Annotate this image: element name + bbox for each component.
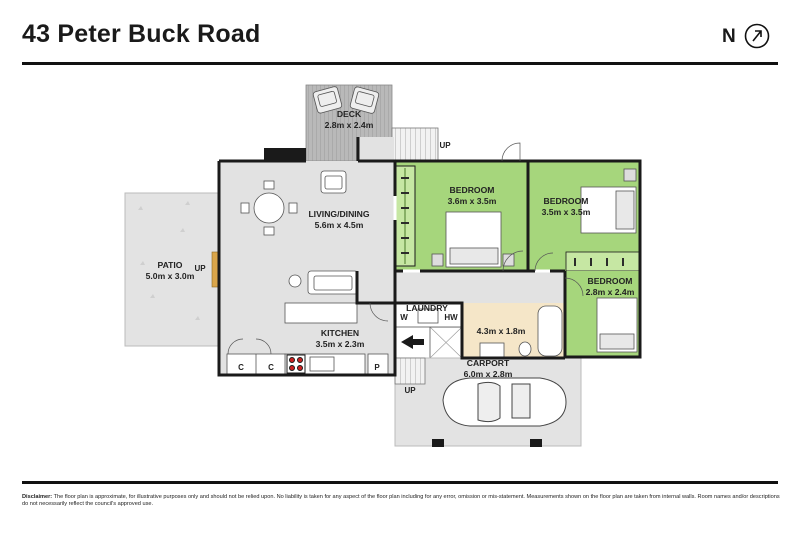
bedroom-2 <box>528 161 641 272</box>
car-icon <box>442 377 567 427</box>
pantry-label: P <box>374 363 380 372</box>
carport-name: CARPORT <box>467 358 510 368</box>
cooktop-icon <box>286 354 306 374</box>
interior-floor <box>219 137 565 375</box>
deck-chair-icon <box>312 86 343 114</box>
toilet-icon <box>518 341 532 357</box>
wardrobe <box>565 251 641 272</box>
deck-name: DECK <box>337 109 362 119</box>
up-label-carport: UP <box>404 386 416 395</box>
bedroom-3 <box>565 271 640 357</box>
cupboard-label: C <box>238 363 244 372</box>
dining-table-icon <box>240 180 298 236</box>
north-arrow-icon <box>744 23 770 49</box>
laundry-tub <box>417 308 439 324</box>
patio-name: PATIO <box>158 260 183 270</box>
bedroom-1-dims: 3.6m x 3.5m <box>448 196 497 206</box>
entry-arrow-icon <box>401 335 424 349</box>
up-label-patio: UP <box>194 264 206 273</box>
hot-water-label: HW <box>444 313 458 322</box>
carport-stairs <box>394 357 426 385</box>
side-table <box>288 274 302 288</box>
disclaimer-text: The floor plan is approximate, for illus… <box>22 494 780 508</box>
laundry <box>394 302 463 328</box>
patio-area <box>124 192 221 347</box>
patio-dims: 5.0m x 3.0m <box>146 271 195 281</box>
bedroom-2-name: BEDROOM <box>544 196 589 206</box>
cupboard-label: C <box>268 363 274 372</box>
disclaimer-label: Disclaimer: <box>22 494 53 500</box>
deck-chair-icon <box>349 86 380 114</box>
bed-icon <box>596 297 638 353</box>
bed-icon <box>580 168 637 234</box>
living-name: LIVING/DINING <box>308 209 369 219</box>
wardrobe-hangers <box>401 177 624 266</box>
carport-area <box>394 357 582 447</box>
up-label-deck: UP <box>439 141 451 150</box>
bed-icon <box>431 211 515 268</box>
laundry-name: LAUNDRY <box>406 303 448 313</box>
bath-icon <box>537 305 563 357</box>
vanity-icon <box>479 342 505 358</box>
kitchen-name: KITCHEN <box>321 328 359 338</box>
header-divider <box>22 62 778 65</box>
footer-divider <box>22 481 778 484</box>
bedroom-3-dims: 2.8m x 2.4m <box>586 287 635 297</box>
disclaimer: Disclaimer: The floor plan is approximat… <box>22 494 782 509</box>
sofa-icon <box>307 270 359 295</box>
north-label: N <box>722 26 736 47</box>
deck-dims: 2.8m x 2.4m <box>325 120 374 130</box>
bedroom-3-name: BEDROOM <box>588 276 633 286</box>
bedroom-1 <box>394 161 528 271</box>
bedroom-1-name: BEDROOM <box>450 185 495 195</box>
carport-dims: 6.0m x 2.8m <box>464 369 513 379</box>
deck-bench <box>264 148 306 160</box>
deck-stairs <box>391 127 439 163</box>
bathroom-dims: 4.3m x 1.8m <box>477 326 526 336</box>
living-dims: 5.6m x 4.5m <box>315 220 364 230</box>
kitchen-dims: 3.5m x 2.3m <box>316 339 365 349</box>
door-swings <box>227 142 584 355</box>
washer-label: W <box>400 313 408 322</box>
bedroom-2-dims: 3.5m x 3.5m <box>542 207 591 217</box>
door-openings <box>393 196 550 273</box>
armchair-icon <box>320 170 347 194</box>
property-address-title: 43 Peter Buck Road <box>22 20 261 48</box>
